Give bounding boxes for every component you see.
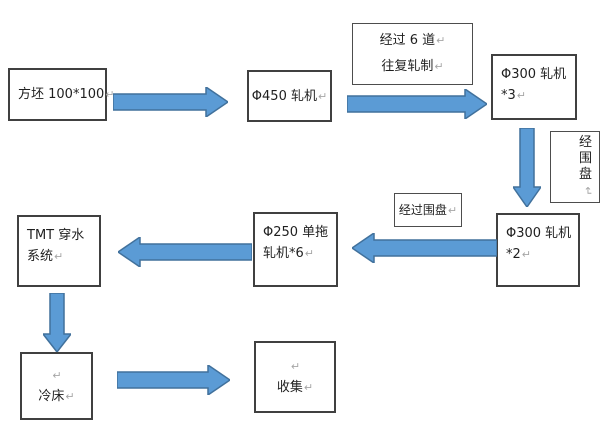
arrow-down-tmt-to-cooling-bed[interactable] xyxy=(43,293,71,352)
node-label: Φ450 轧机↵ xyxy=(251,88,328,104)
flow-node-mill300-x3[interactable]: Φ300 轧机 *3↵ xyxy=(491,54,577,120)
vertical-char: 经 xyxy=(578,135,592,150)
flow-node-tmt-water-system[interactable]: TMT 穿水 系统↵ xyxy=(17,215,101,287)
flow-node-cooling-bed[interactable]: ↵ 冷床↵ xyxy=(20,352,93,420)
node-label: 冷床↵ xyxy=(38,389,75,404)
pilcrow-mark: ↵ xyxy=(290,360,301,373)
flow-label-via-coiler[interactable]: 经过围盘↵ xyxy=(394,193,462,227)
arrow-right-mill450-to-mill300x3[interactable] xyxy=(347,89,487,119)
pilcrow-mark: ↵ xyxy=(436,34,446,47)
node-label: 收集↵ xyxy=(276,380,314,395)
vertical-char: 围 xyxy=(578,151,592,166)
arrow-left-mill250-to-tmt[interactable] xyxy=(118,237,252,267)
flow-label-six-pass-rolling[interactable]: 经过 6 道↵ 往复轧制↵ xyxy=(352,23,473,85)
node-label: TMT 穿水 xyxy=(27,228,85,243)
node-label: ↵ xyxy=(290,356,300,377)
flow-node-mill450[interactable]: Φ450 轧机↵ xyxy=(247,70,332,122)
label-line: 往复轧制↵ xyxy=(381,59,444,74)
pilcrow-mark: ↵ xyxy=(65,390,75,403)
node-label: *3↵ xyxy=(501,88,526,103)
arrow-down-mill300x3-to-mill300x2[interactable] xyxy=(513,128,541,207)
pilcrow-mark: ↵ xyxy=(581,186,595,196)
arrow-right-billet-to-mill450[interactable] xyxy=(113,87,228,117)
pilcrow-mark: ↵ xyxy=(516,89,526,102)
arrow-right-cooling-bed-to-collect[interactable] xyxy=(117,365,230,395)
arrow-left-mill300x2-to-mill250[interactable] xyxy=(352,233,497,263)
flow-node-mill300-x2[interactable]: Φ300 轧机 *2↵ xyxy=(496,213,580,287)
node-label: *2↵ xyxy=(506,247,531,262)
pilcrow-mark: ↵ xyxy=(521,248,531,261)
pilcrow-mark: ↵ xyxy=(52,369,62,382)
flow-node-mill250[interactable]: Φ250 单拖 轧机*6↵ xyxy=(253,212,338,287)
node-label: Φ300 轧机 xyxy=(501,67,567,82)
node-label: Φ250 单拖 xyxy=(263,225,329,240)
flow-node-billet[interactable]: 方坯 100*100↵ xyxy=(8,68,115,121)
pilcrow-mark: ↵ xyxy=(304,247,314,260)
label-line: 经过围盘↵ xyxy=(398,202,458,217)
pilcrow-mark: ↵ xyxy=(434,60,444,73)
pilcrow-mark: ↵ xyxy=(447,203,458,217)
node-label: 方坯 100*100↵ xyxy=(18,87,115,102)
flow-label-via-coiler-vertical[interactable]: 经 围 盘 ↵ xyxy=(550,131,600,203)
flow-node-collect[interactable]: ↵ 收集↵ xyxy=(254,341,336,413)
pilcrow-mark: ↵ xyxy=(105,88,115,101)
vertical-char: 盘 xyxy=(578,167,592,182)
node-label: Φ300 轧机 xyxy=(506,226,572,241)
pilcrow-mark: ↵ xyxy=(317,89,328,103)
node-label: 轧机*6↵ xyxy=(263,246,314,261)
node-label: ↵ xyxy=(51,365,61,386)
pilcrow-mark: ↵ xyxy=(303,381,314,394)
label-line: 经过 6 道↵ xyxy=(379,33,446,48)
node-label: 系统↵ xyxy=(27,249,64,264)
pilcrow-mark: ↵ xyxy=(54,250,64,263)
